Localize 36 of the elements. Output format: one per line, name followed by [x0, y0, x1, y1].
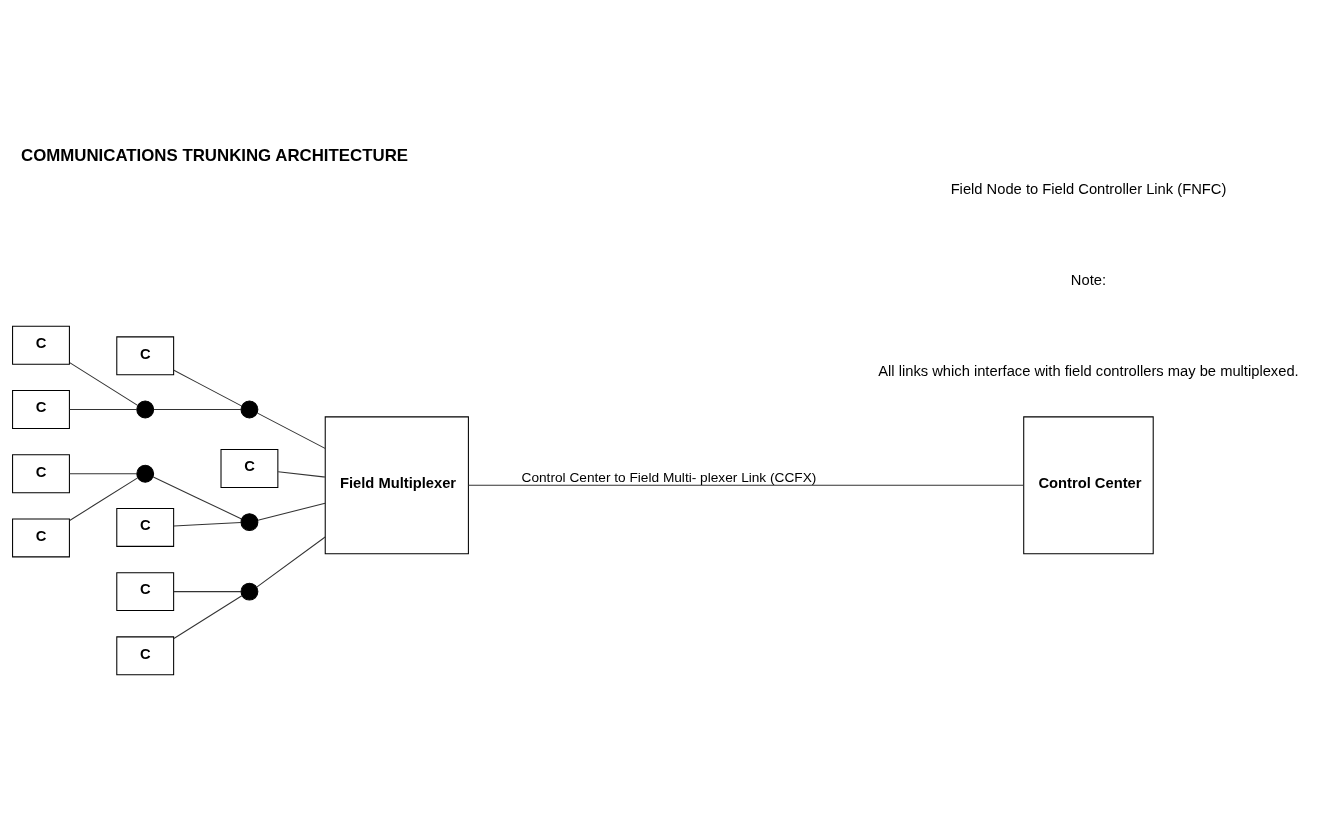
node-circle — [240, 513, 259, 532]
connector — [69, 408, 138, 411]
connector — [152, 476, 243, 520]
node-box: Control Center — [1023, 416, 1154, 555]
connector — [173, 369, 242, 407]
node-box: Field Multiplexer — [324, 416, 469, 555]
connector — [173, 522, 242, 527]
node-box: C — [116, 636, 175, 676]
connector — [467, 484, 1025, 486]
node-circle — [136, 464, 155, 483]
node-circle — [136, 400, 155, 419]
node-circle — [240, 400, 259, 419]
connector — [256, 536, 326, 588]
node-box: C — [12, 518, 70, 558]
connector — [69, 362, 139, 406]
connector — [69, 477, 139, 522]
node-circle — [240, 582, 259, 601]
connector — [173, 591, 242, 593]
edge-label: Control Center to Field Multi- plexer Link (CCFX) — [521, 469, 817, 485]
connector — [69, 473, 138, 475]
connector — [153, 408, 242, 411]
node-box: C — [116, 572, 175, 612]
node-box: C — [116, 336, 175, 376]
node-box: C — [12, 325, 70, 365]
diagram-title: COMMUNICATIONS TRUNKING ARCHITECTURE — [20, 145, 409, 165]
connector — [256, 412, 326, 449]
node-box: C — [12, 454, 70, 494]
node-box: C — [116, 507, 175, 547]
connector — [173, 595, 243, 639]
connector — [257, 502, 326, 521]
label: All links which interface with field controllers may be multiplexed. — [878, 362, 1299, 379]
connector — [277, 471, 326, 478]
label: Field Node to Field Controller Link (FNFC) — [950, 181, 1227, 198]
node-box: C — [220, 448, 279, 488]
label: Note: — [1070, 271, 1107, 288]
node-box: C — [12, 390, 70, 429]
